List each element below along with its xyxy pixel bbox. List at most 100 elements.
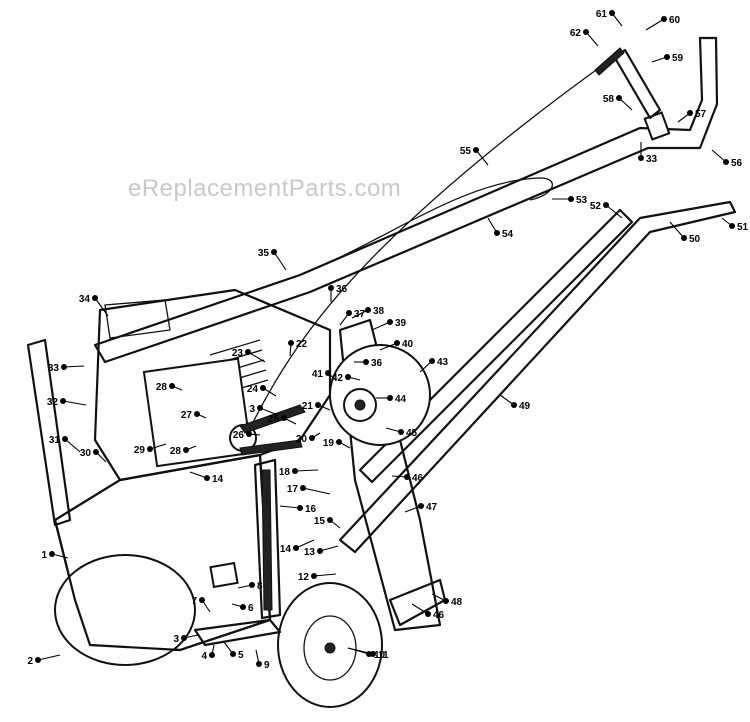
- callout-leader: [347, 647, 374, 655]
- callout-number: 24: [247, 384, 259, 395]
- callout-dot: [293, 545, 299, 551]
- callout-14: 14: [280, 539, 315, 555]
- callout-number: 16: [305, 504, 317, 515]
- callout-dot: [681, 235, 687, 241]
- callout-number: 14: [212, 474, 224, 485]
- callout-number: 27: [181, 410, 193, 421]
- callout-dot: [62, 436, 68, 442]
- callout-leader: [475, 149, 489, 166]
- callout-number: 50: [689, 234, 701, 245]
- callout-dot: [723, 159, 729, 165]
- callout-28: 28: [156, 382, 183, 393]
- callout-dot: [230, 651, 236, 657]
- tine-housing-front: [53, 453, 272, 652]
- callout-7: 7: [191, 596, 211, 613]
- callout-27: 27: [181, 410, 207, 421]
- callout-dot: [616, 95, 622, 101]
- callout-number: 22: [296, 339, 308, 350]
- callout-17: 17: [287, 484, 331, 495]
- callout-dot: [583, 29, 589, 35]
- callout-dot: [199, 597, 205, 603]
- callout-dot: [194, 411, 200, 417]
- callout-number: 15: [314, 516, 326, 527]
- callout-dot: [729, 223, 735, 229]
- callout-16: 16: [279, 504, 317, 515]
- callout-leader: [64, 438, 81, 453]
- watermark: eReplacementParts.com: [128, 175, 401, 202]
- callout-dot: [240, 604, 246, 610]
- callout-dot: [249, 582, 255, 588]
- callout-13: 13: [304, 545, 339, 558]
- callout-61: 61: [596, 9, 623, 27]
- callout-number: 19: [323, 438, 335, 449]
- callout-dot: [309, 435, 315, 441]
- callout-56: 56: [711, 149, 743, 169]
- callout-dot: [398, 429, 404, 435]
- callout-number: 47: [426, 502, 438, 513]
- left-disc: [54, 554, 196, 666]
- callout-dot: [60, 398, 66, 404]
- depth-bracket: [209, 561, 239, 589]
- lower-handle: [338, 200, 737, 554]
- callout-leader: [379, 342, 398, 351]
- callout-12: 12: [298, 572, 337, 583]
- callout-number: 41: [312, 369, 324, 380]
- callout-leader: [605, 204, 623, 219]
- callout-dot: [425, 611, 431, 617]
- callout-dot: [292, 468, 298, 474]
- callout-dot: [418, 503, 424, 509]
- callout-20: 20: [296, 432, 321, 445]
- callout-dot: [147, 446, 153, 452]
- belt-chain: [239, 404, 306, 456]
- callout-number: 4: [201, 651, 207, 662]
- callout-number: 5: [238, 650, 244, 661]
- callout-dot: [443, 598, 449, 604]
- callout-dot: [317, 548, 323, 554]
- callout-dot: [394, 340, 400, 346]
- axle-bracket: [193, 618, 282, 647]
- callout-18: 18: [279, 467, 319, 478]
- callout-2: 2: [27, 654, 61, 667]
- callout-dot: [387, 319, 393, 325]
- callout-5: 5: [223, 641, 244, 661]
- callout-dot: [328, 285, 334, 291]
- callout-50: 50: [669, 221, 701, 245]
- callout-36: 36: [354, 358, 383, 369]
- callout-dot: [387, 395, 393, 401]
- callout-number: 9: [264, 660, 270, 671]
- wheel-hub: [324, 642, 336, 654]
- callout-dot: [300, 485, 306, 491]
- callout-leader: [585, 31, 599, 47]
- callout-4: 4: [201, 644, 215, 662]
- callout-dot: [315, 402, 321, 408]
- callout-57: 57: [677, 109, 707, 123]
- callout-dot: [61, 364, 67, 370]
- callout-dot: [473, 147, 479, 153]
- callout-number: 25: [268, 414, 280, 425]
- callout-number: 11: [378, 650, 389, 661]
- callout-dot: [311, 573, 317, 579]
- right-bracket: [338, 318, 442, 632]
- callout-dot: [511, 402, 517, 408]
- callout-number: 40: [402, 339, 414, 350]
- callout-38: 38: [351, 306, 385, 319]
- callout-31: 31: [49, 435, 81, 453]
- callout-dot: [664, 54, 670, 60]
- callout-41: 41: [312, 369, 337, 381]
- callout-30: 30: [80, 448, 107, 463]
- center-strut: [253, 458, 282, 620]
- callout-number: 32: [47, 397, 59, 408]
- callout-number: 18: [279, 467, 291, 478]
- callout-number: 17: [287, 484, 299, 495]
- callout-29: 29: [134, 443, 167, 456]
- callout-leader: [62, 400, 87, 406]
- callout-43: 43: [419, 357, 449, 373]
- callout-dot: [609, 10, 615, 16]
- callout-number: 33: [646, 154, 658, 165]
- callout-dot: [345, 374, 351, 380]
- callout-47: 47: [404, 502, 438, 513]
- callout-35: 35: [258, 248, 287, 271]
- callout-number: 8: [257, 581, 263, 592]
- callout-number: 46: [433, 610, 445, 621]
- callout-28: 28: [170, 445, 197, 457]
